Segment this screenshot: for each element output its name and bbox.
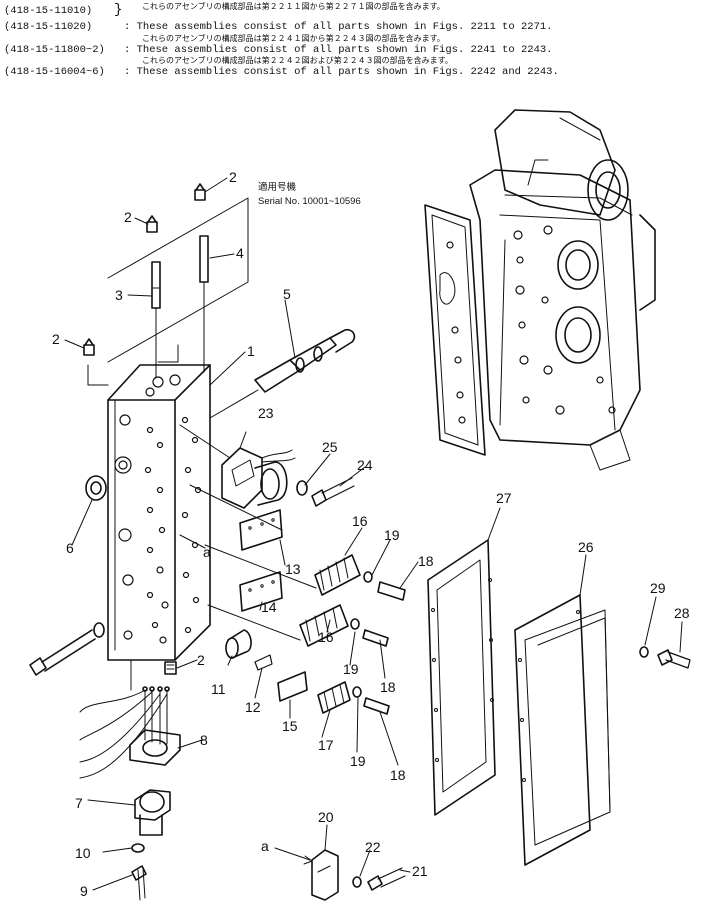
brace: }	[114, 2, 123, 18]
part-code: (418-15-11020)	[4, 21, 93, 33]
solenoid-icon	[179, 424, 296, 509]
note-row-2: (418-15-11020) : These assemblies consis…	[2, 18, 714, 34]
note-japanese: これらのアセンブリの構成部品は第２２４１図から第２２４３図の部品を含みます。	[142, 35, 445, 44]
callout-21: 21	[412, 863, 428, 879]
note-japanese: これらのアセンブリの構成部品は第２２４２図および第２２４３図の部品を含みます。	[142, 57, 453, 66]
callout-labels: 2 2 4 3 5 2 1 23 25 24 27 16 19 6 26 a 1…	[52, 169, 690, 899]
callout-2: 2	[229, 169, 237, 185]
cover-icon	[514, 594, 611, 866]
callout-18: 18	[418, 553, 434, 569]
callout-16: 16	[352, 513, 368, 529]
cover-plate-icon	[189, 484, 317, 702]
callout-20: 20	[318, 809, 334, 825]
note-row-3: これらのアセンブリの構成部品は第２２４１図から第２２４３図の部品を含みます。 (…	[2, 34, 714, 56]
assembly-notes: (418-15-11010) } これらのアセンブリの構成部品は第２２１１図から…	[2, 2, 714, 78]
note-japanese: これらのアセンブリの構成部品は第２２１１図から第２２７１図の部品を含みます。	[142, 3, 445, 12]
callout-19: 19	[343, 661, 359, 677]
bracket-icon	[311, 849, 406, 901]
callout-18: 18	[390, 767, 406, 783]
sleeve-icon	[225, 629, 273, 671]
callout-27: 27	[496, 490, 512, 506]
callout-29: 29	[650, 580, 666, 596]
callout-6: 6	[66, 540, 74, 556]
callout-12: 12	[245, 699, 261, 715]
long-bolt-icon	[29, 622, 105, 676]
callout-2: 2	[124, 209, 132, 225]
callout-2: 2	[52, 331, 60, 347]
part-code: (418-15-16004~6)	[4, 66, 105, 78]
callout-11: 11	[211, 681, 226, 697]
pin-group	[87, 197, 249, 386]
callout-16: 16	[318, 629, 334, 645]
serial-jp: 適用号機	[258, 181, 297, 193]
serial-number: Serial No. 10001~10596	[258, 196, 361, 207]
callout-3: 3	[115, 287, 123, 303]
callout-4: 4	[236, 245, 244, 261]
callout-1: 1	[247, 343, 255, 359]
valve-body	[107, 364, 211, 661]
callout-22: 22	[365, 839, 381, 855]
callout-26: 26	[578, 539, 594, 555]
callout-28: 28	[674, 605, 690, 621]
reference-a: a	[261, 838, 269, 854]
callout-19: 19	[350, 753, 366, 769]
reference-a: a	[203, 544, 211, 560]
part-code: (418-15-11010)	[4, 5, 93, 17]
note-row-4: これらのアセンブリの構成部品は第２２４２図および第２２４３図の部品を含みます。 …	[2, 56, 714, 78]
callout-7: 7	[75, 795, 83, 811]
callout-14: 14	[261, 599, 277, 615]
bolt-icon	[296, 477, 355, 507]
spool-icon	[209, 328, 356, 419]
bolt-icon	[639, 646, 691, 669]
callout-13: 13	[285, 561, 301, 577]
callout-9: 9	[80, 883, 88, 899]
callout-18: 18	[380, 679, 396, 695]
part-code: (418-15-11800~2)	[4, 44, 105, 56]
plug-icon	[83, 183, 206, 675]
callout-2: 2	[197, 652, 205, 668]
note-english: : These assemblies consist of all parts …	[124, 66, 559, 78]
callout-19: 19	[384, 527, 400, 543]
leader-lines	[64, 177, 683, 891]
wire-harness-icon	[79, 659, 181, 901]
stud-icon	[85, 475, 107, 501]
gasket-icon	[427, 539, 496, 816]
screw-icon	[350, 571, 406, 715]
note-english: : These assemblies consist of all parts …	[124, 44, 553, 56]
connector-icon	[299, 554, 361, 714]
callout-8: 8	[200, 732, 208, 748]
callout-10: 10	[75, 845, 91, 861]
callout-25: 25	[322, 439, 338, 455]
note-row-1: (418-15-11010) } これらのアセンブリの構成部品は第２２１１図から…	[2, 2, 714, 18]
valve-assembly-view	[424, 109, 656, 471]
callout-24: 24	[357, 457, 373, 473]
note-english: : These assemblies consist of all parts …	[124, 21, 553, 33]
callout-15: 15	[282, 718, 298, 734]
callout-5: 5	[283, 286, 291, 302]
callout-17: 17	[318, 737, 334, 753]
callout-23: 23	[258, 405, 274, 421]
